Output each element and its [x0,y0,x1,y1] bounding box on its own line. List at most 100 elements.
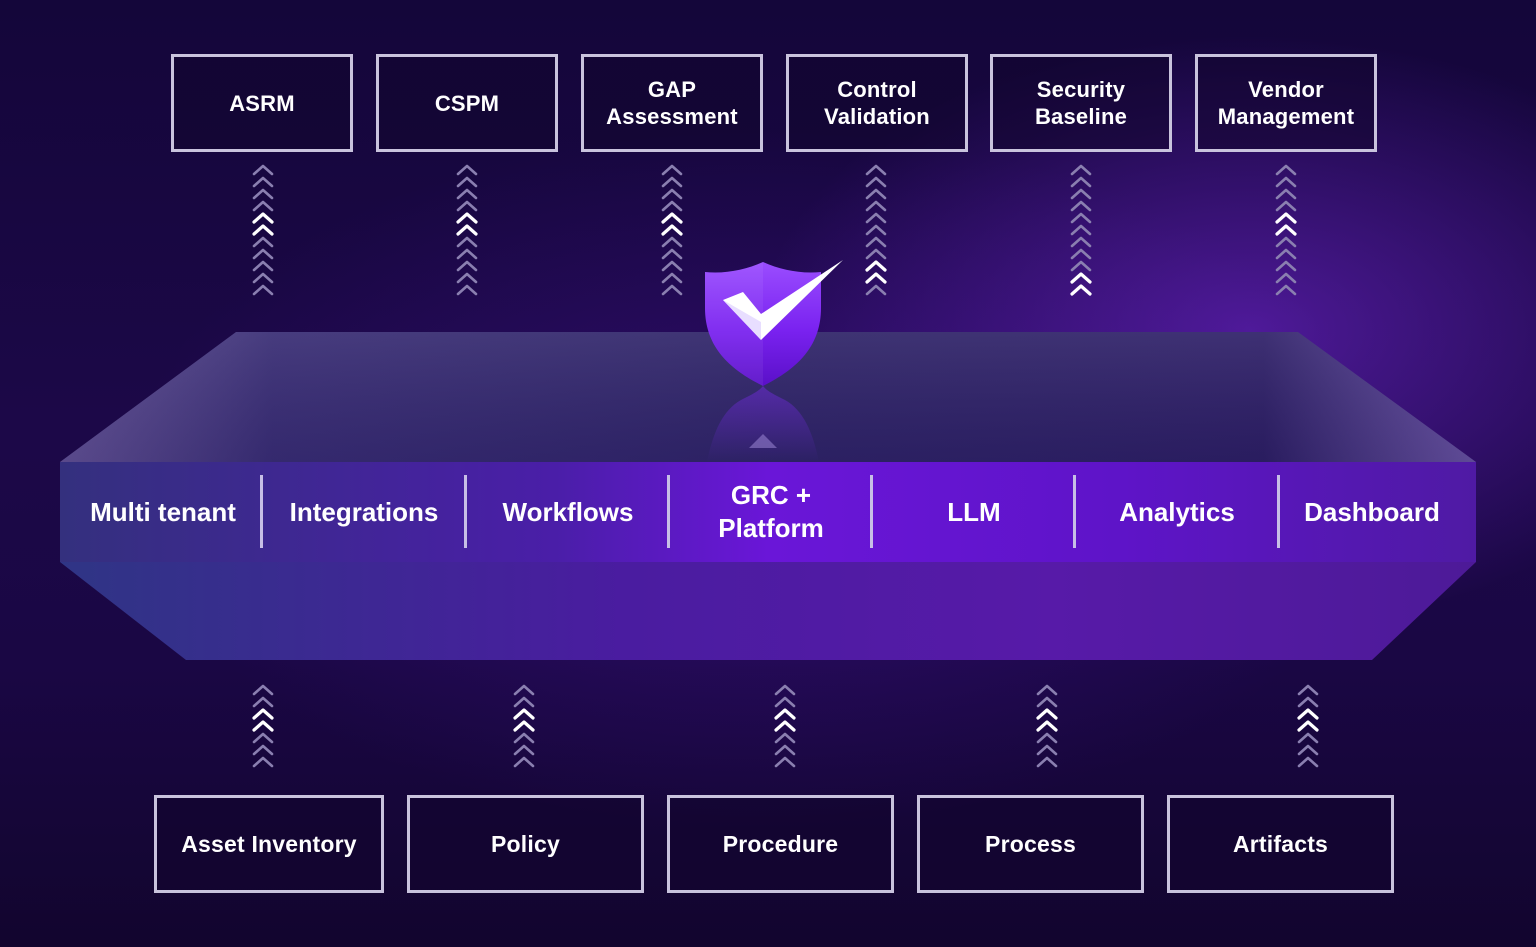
platform-divider [870,475,873,548]
chevron-up-icon [1069,162,1093,307]
chevron-up-icon [252,272,274,284]
platform-item-label: GRC + Platform [718,480,824,543]
chevron-up-icon [1036,756,1058,768]
chevron-up-icon [513,732,535,744]
chevron-up-icon [1035,682,1059,779]
chevron-up-icon [252,756,274,768]
chevron-up-icon [252,696,274,708]
chevron-up-icon [1036,684,1058,696]
chevron-up-icon [252,188,274,200]
chevron-up-icon [252,720,274,732]
chevron-up-icon [252,284,274,296]
chevron-up-icon [661,272,683,284]
platform-item-label: LLM [947,496,1001,527]
shield-reflection [707,386,819,462]
chevron-up-icon [661,212,683,224]
chevron-up-icon [455,162,479,307]
platform-item-llm: LLM [874,462,1074,562]
input-asset-inventory: Asset Inventory [154,795,384,893]
input-label: Policy [491,830,560,857]
chevron-up-icon [251,162,275,307]
chevron-up-icon [1275,260,1297,272]
chevron-stack [661,164,683,296]
platform-item-label: Analytics [1119,496,1235,527]
platform-item-analytics: Analytics [1077,462,1277,562]
chevron-stack [252,684,274,768]
chevron-up-icon [865,176,887,188]
chevron-up-icon [1070,188,1092,200]
chevron-up-icon [1296,682,1320,779]
chevron-stack [1275,164,1297,296]
chevron-up-icon [1275,224,1297,236]
chevron-up-icon [865,248,887,260]
module-gap-assessment: GAP Assessment [581,54,763,152]
chevron-up-icon [865,236,887,248]
platform-item-dashboard: Dashboard [1281,462,1463,562]
chevron-up-icon [773,682,797,779]
module-label: Security Baseline [1034,77,1128,129]
platform-divider [260,475,263,548]
chevron-up-icon [1275,284,1297,296]
chevron-up-icon [252,684,274,696]
chevron-up-icon [456,284,478,296]
chevron-up-icon [1275,272,1297,284]
module-label: Vendor Management [1217,77,1355,129]
chevron-stack [1070,164,1092,296]
chevron-up-icon [774,708,796,720]
platform-bottom-face [60,562,1476,660]
chevron-up-icon [513,696,535,708]
chevron-up-icon [1036,732,1058,744]
platform-item-label: Workflows [502,496,634,527]
chevron-up-icon [456,164,478,176]
chevron-up-icon [251,682,275,779]
chevron-up-icon [513,708,535,720]
chevron-up-icon [1275,188,1297,200]
input-procedure: Procedure [667,795,894,893]
chevron-up-icon [865,200,887,212]
chevron-up-icon [774,696,796,708]
chevron-up-icon [1297,684,1319,696]
chevron-up-icon [456,248,478,260]
chevron-up-icon [456,176,478,188]
chevron-up-icon [252,248,274,260]
chevron-up-icon [774,756,796,768]
chevron-up-icon [1070,224,1092,236]
module-asrm: ASRM [171,54,353,152]
input-artifacts: Artifacts [1167,795,1394,893]
chevron-up-icon [1036,708,1058,720]
chevron-up-icon [774,684,796,696]
chevron-up-icon [513,744,535,756]
chevron-up-icon [865,260,887,272]
chevron-up-icon [252,164,274,176]
chevron-stack [513,684,535,768]
chevron-up-icon [512,682,536,779]
chevron-up-icon [661,188,683,200]
chevron-up-icon [252,708,274,720]
chevron-up-icon [661,164,683,176]
chevron-up-icon [774,732,796,744]
chevron-up-icon [1275,212,1297,224]
chevron-up-icon [252,732,274,744]
chevron-up-icon [1036,720,1058,732]
platform-item-integrations: Integrations [264,462,464,562]
platform-divider [464,475,467,548]
chevron-up-icon [865,164,887,176]
chevron-stack [865,164,887,296]
module-control-validation: Control Validation [786,54,968,152]
chevron-up-icon [1275,176,1297,188]
chevron-up-icon [1297,708,1319,720]
chevron-up-icon [1274,162,1298,307]
chevron-up-icon [1070,212,1092,224]
module-label: Control Validation [824,77,930,129]
input-label: Procedure [722,830,839,857]
chevron-up-icon [513,756,535,768]
chevron-up-icon [661,284,683,296]
chevron-up-icon [456,200,478,212]
platform-item-label: Multi tenant [90,496,236,527]
module-label: GAP Assessment [606,77,738,129]
chevron-up-icon [456,260,478,272]
module-cspm: CSPM [376,54,558,152]
platform-item-label: Dashboard [1304,496,1440,527]
chevron-up-icon [252,260,274,272]
chevron-up-icon [1297,756,1319,768]
